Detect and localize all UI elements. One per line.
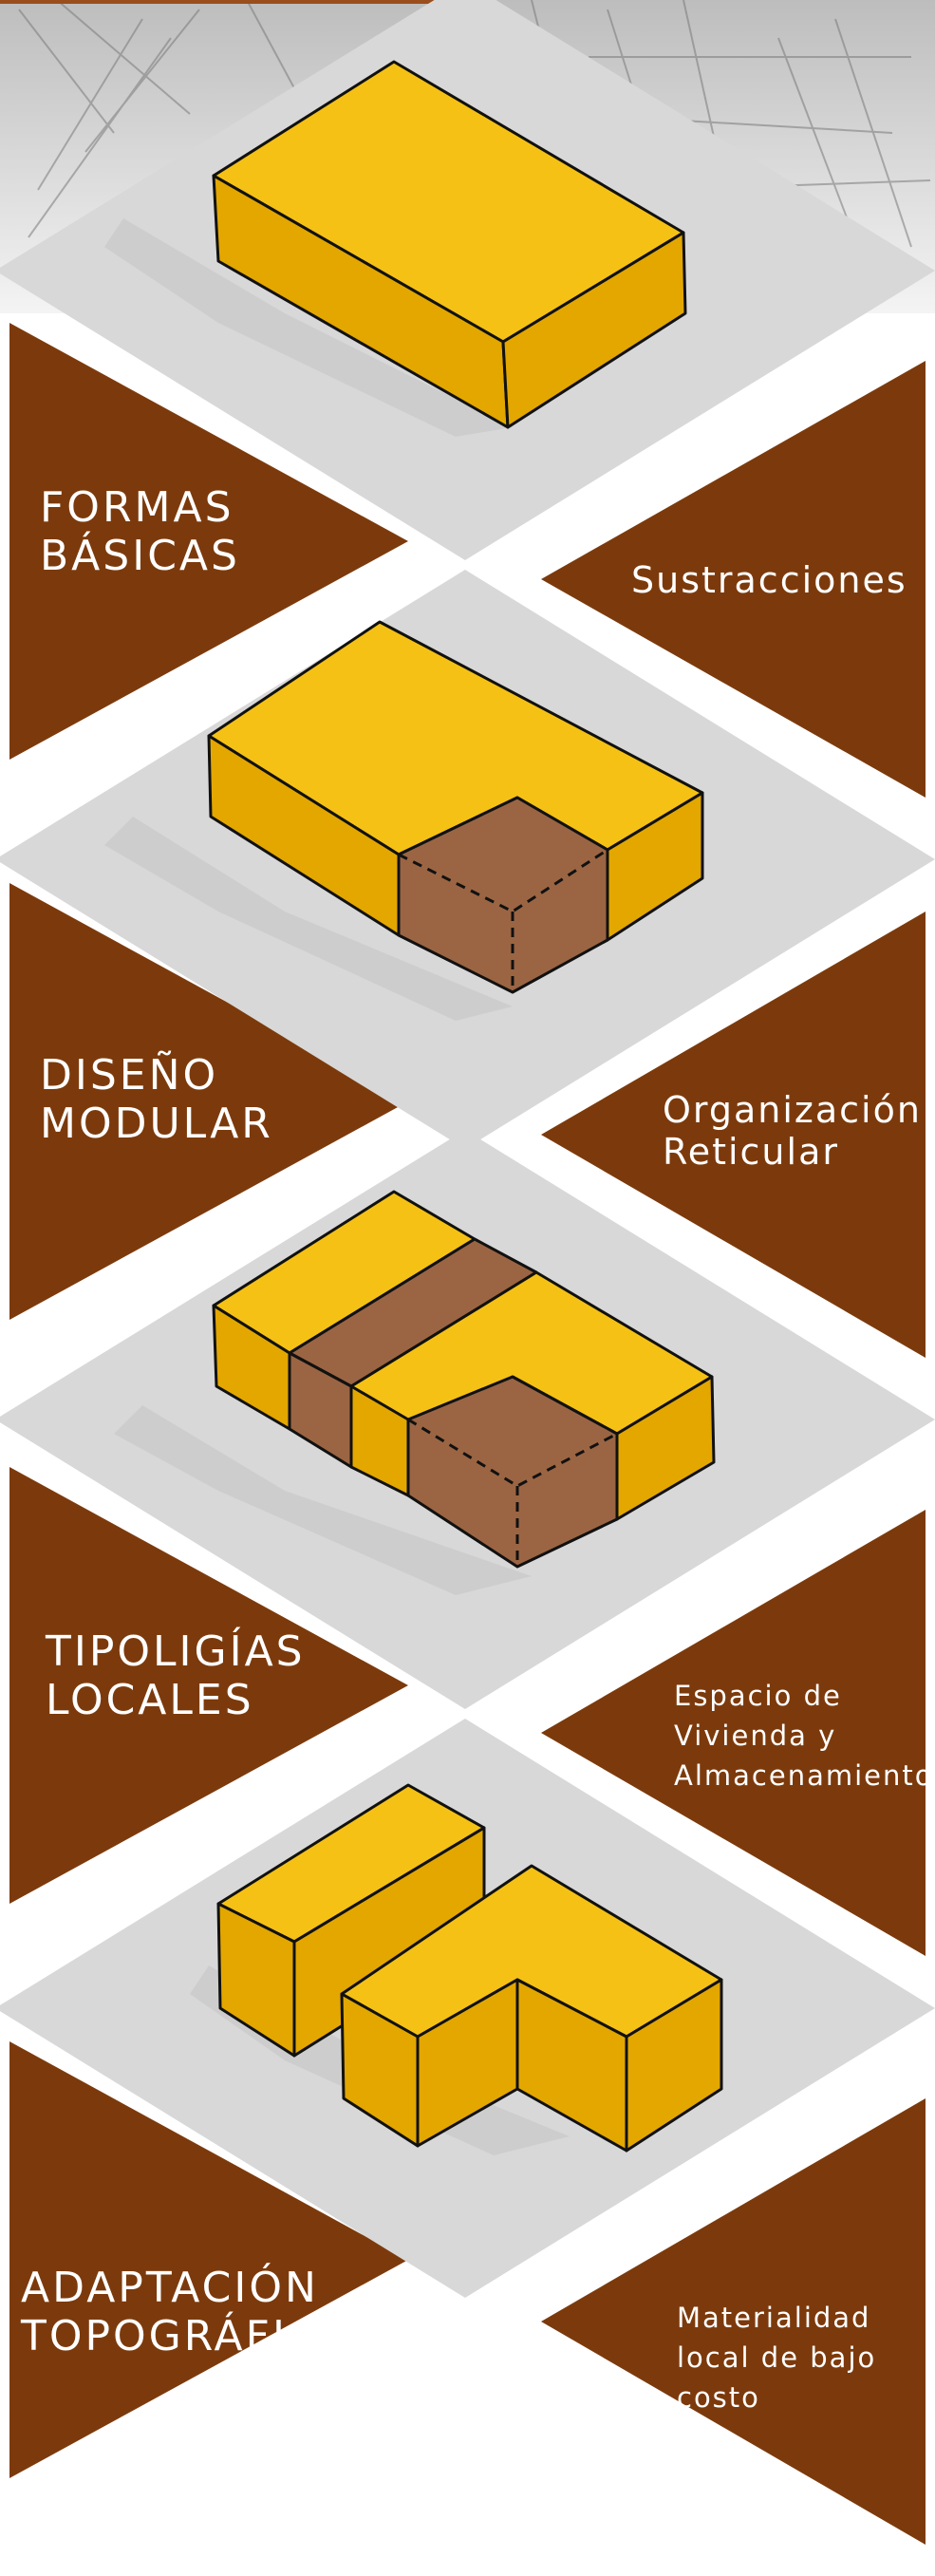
label-organizacion-reticular: Organización Reticular (663, 1089, 922, 1173)
label-formas-basicas: FORMAS BÁSICAS (40, 483, 240, 580)
label-espacio-vivienda: Espacio de Vivienda y Almacenamiento (674, 1680, 934, 1793)
label-diseno-modular: DISEÑO MODULAR (40, 1051, 273, 1148)
block-basic-form (212, 60, 687, 429)
label-adaptacion-topografica: ADAPTACIÓN TOPOGRÁFICA (21, 2264, 351, 2360)
brown-triangles (9, 323, 926, 2545)
block-local-typologies (216, 1783, 723, 2153)
label-materialidad-local: Materialidad local de bajo costo (677, 2302, 877, 2415)
block-subtraction (207, 620, 704, 994)
block-modular (212, 1190, 716, 1569)
label-tipologias-locales: TIPOLIGÍAS LOCALES (46, 1627, 306, 1724)
label-sustracciones: Sustracciones (631, 559, 907, 601)
